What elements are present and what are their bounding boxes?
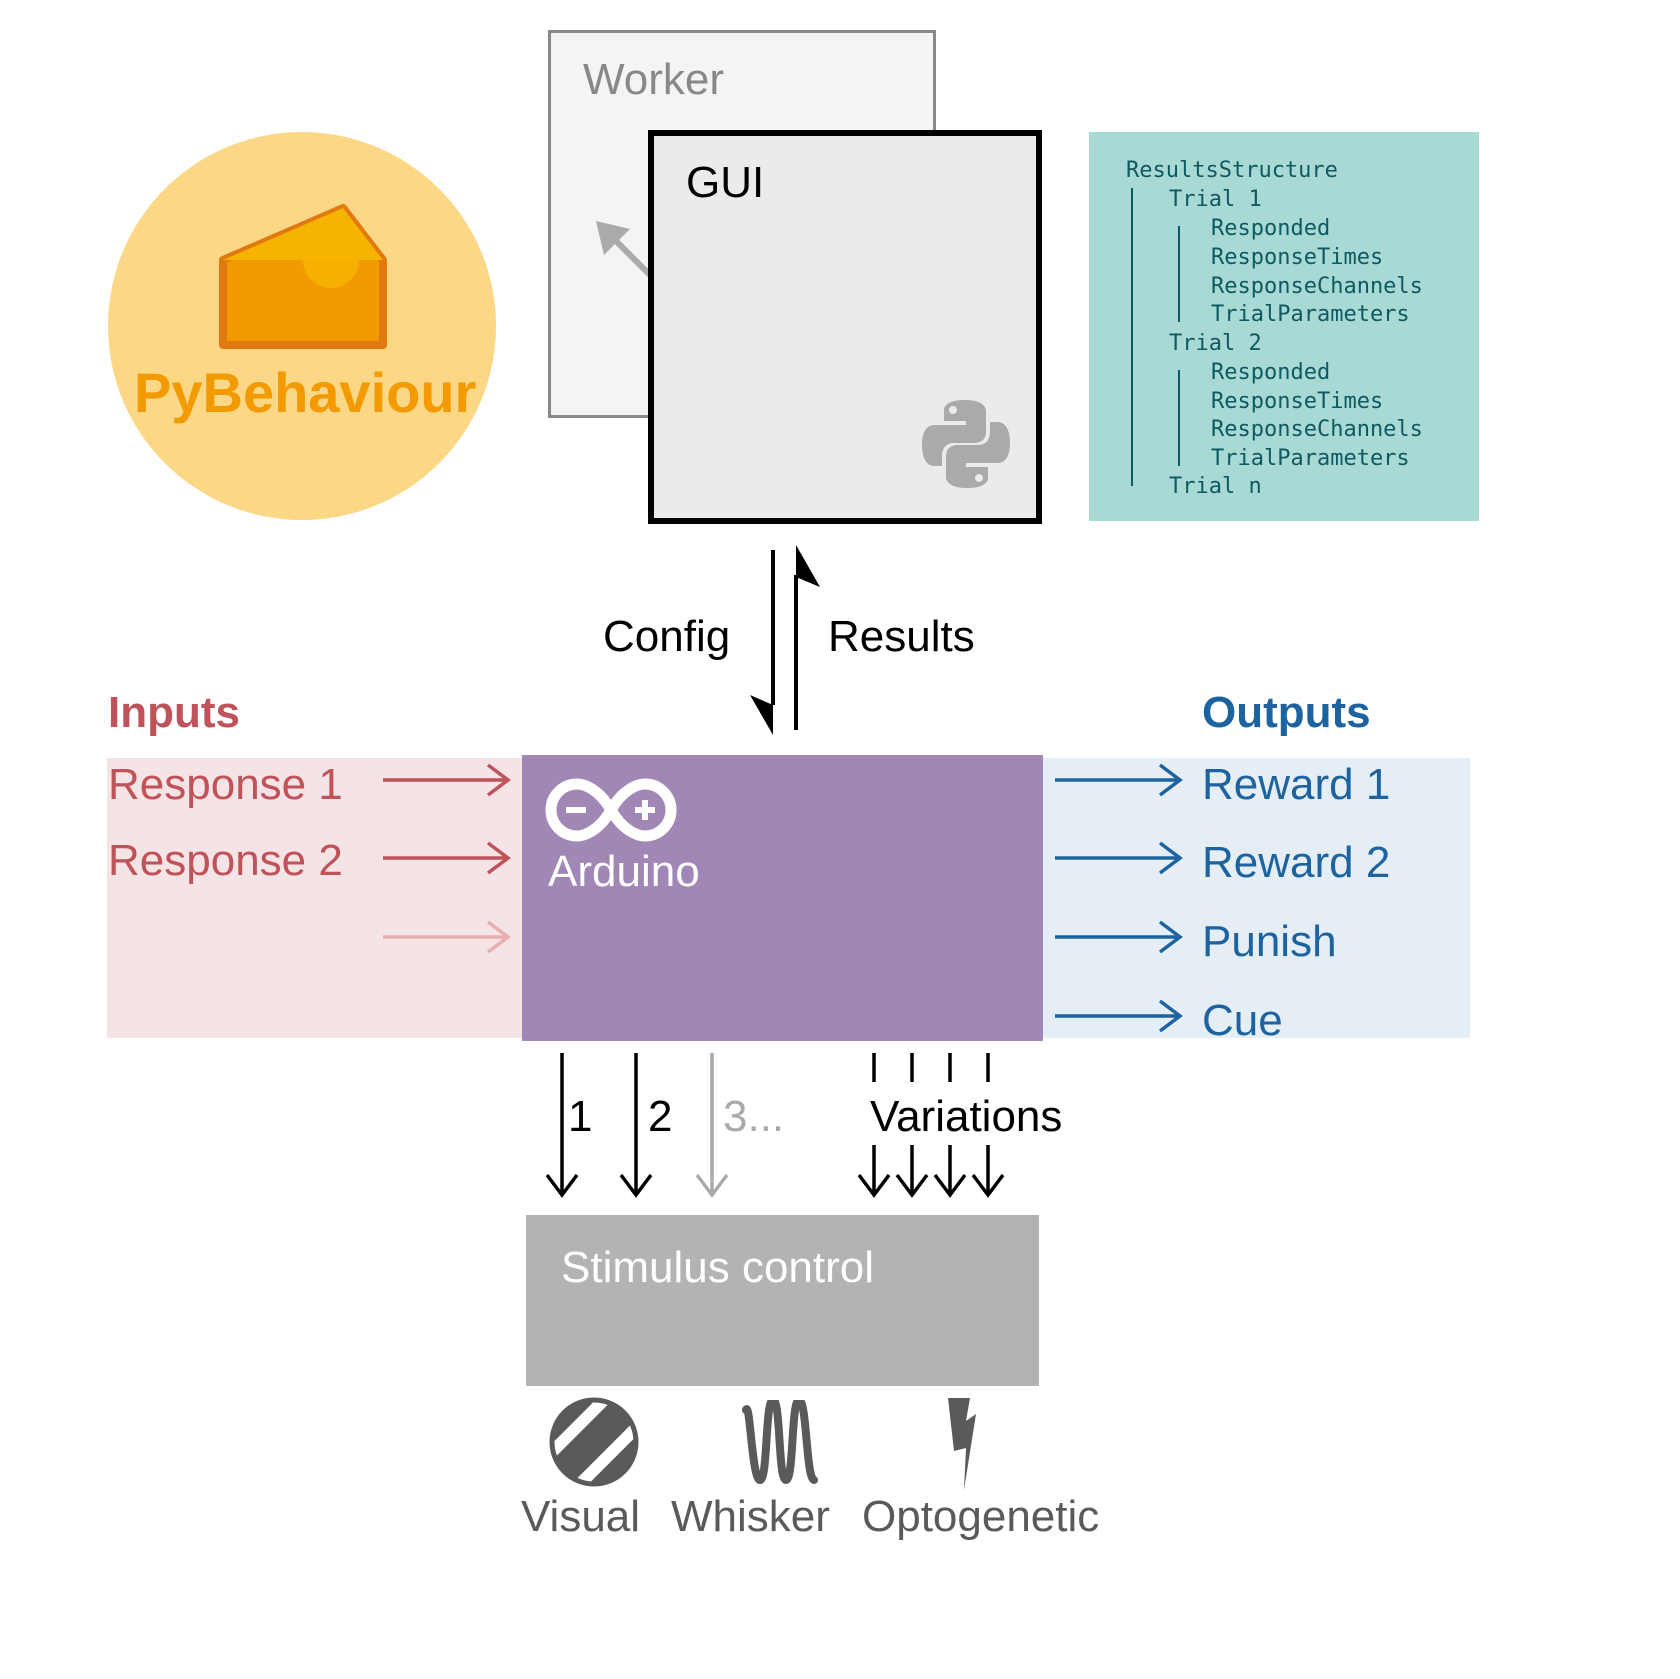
logo-text: PyBehaviour	[134, 361, 477, 424]
output-cue: Cue	[1202, 996, 1283, 1045]
channel-more-label: 3...	[723, 1092, 785, 1141]
results-root: ResultsStructure	[1126, 158, 1338, 183]
arduino-label: Arduino	[548, 847, 700, 896]
output-reward-2: Reward 2	[1202, 838, 1391, 887]
stimulus-whisker-label: Whisker	[671, 1492, 830, 1541]
visual-grating-icon	[549, 1397, 639, 1487]
output-reward-1: Reward 1	[1202, 760, 1391, 809]
field: ResponseTimes	[1211, 389, 1384, 414]
gui-window: GUI	[648, 130, 1042, 524]
channel-arrows	[545, 1053, 1005, 1198]
cheese-icon	[219, 204, 387, 349]
stimulus-control-box: Stimulus control	[526, 1215, 1039, 1386]
results-label: Results	[828, 612, 975, 661]
results-structure-panel: ResultsStructure Trial 1 Responded Respo…	[1089, 132, 1479, 521]
inputs-title: Inputs	[108, 688, 240, 737]
input-arrows	[383, 763, 511, 954]
gui-label: GUI	[686, 158, 765, 207]
input-response-1: Response 1	[108, 760, 343, 809]
variations-label: Variations	[870, 1092, 1063, 1141]
config-label: Config	[603, 612, 731, 661]
arduino-box: Arduino	[522, 755, 1043, 1041]
field: ResponseChannels	[1211, 274, 1423, 299]
lightning-icon	[948, 1398, 976, 1490]
inputs-area	[107, 758, 523, 1038]
field: Responded	[1211, 216, 1331, 241]
field: TrialParameters	[1211, 446, 1410, 471]
outputs-title: Outputs	[1202, 688, 1371, 737]
field: ResponseChannels	[1211, 417, 1423, 442]
channel-2-label: 2	[648, 1092, 673, 1141]
stimulus-visual-label: Visual	[521, 1492, 641, 1541]
stimulus-optogenetic-label: Optogenetic	[862, 1492, 1100, 1541]
trial-label: Trial 1	[1169, 187, 1262, 212]
field: TrialParameters	[1211, 302, 1410, 327]
field: Responded	[1211, 360, 1331, 385]
stimulus-control-label: Stimulus control	[561, 1243, 875, 1292]
arduino-logo-icon	[545, 778, 677, 842]
outputs-area	[1042, 758, 1470, 1038]
output-punish: Punish	[1202, 917, 1337, 966]
worker-label: Worker	[583, 55, 724, 104]
pybehaviour-logo: PyBehaviour	[108, 132, 496, 520]
trial-label: Trial n	[1169, 474, 1262, 499]
trial-label: Trial 2	[1169, 331, 1262, 356]
whisker-icon	[742, 1400, 818, 1485]
config-results-arrows	[750, 545, 820, 735]
field: ResponseTimes	[1211, 245, 1384, 270]
channel-1-label: 1	[568, 1092, 593, 1141]
python-icon	[922, 400, 1010, 488]
input-response-2: Response 2	[108, 836, 343, 885]
output-arrows	[1055, 763, 1183, 1033]
